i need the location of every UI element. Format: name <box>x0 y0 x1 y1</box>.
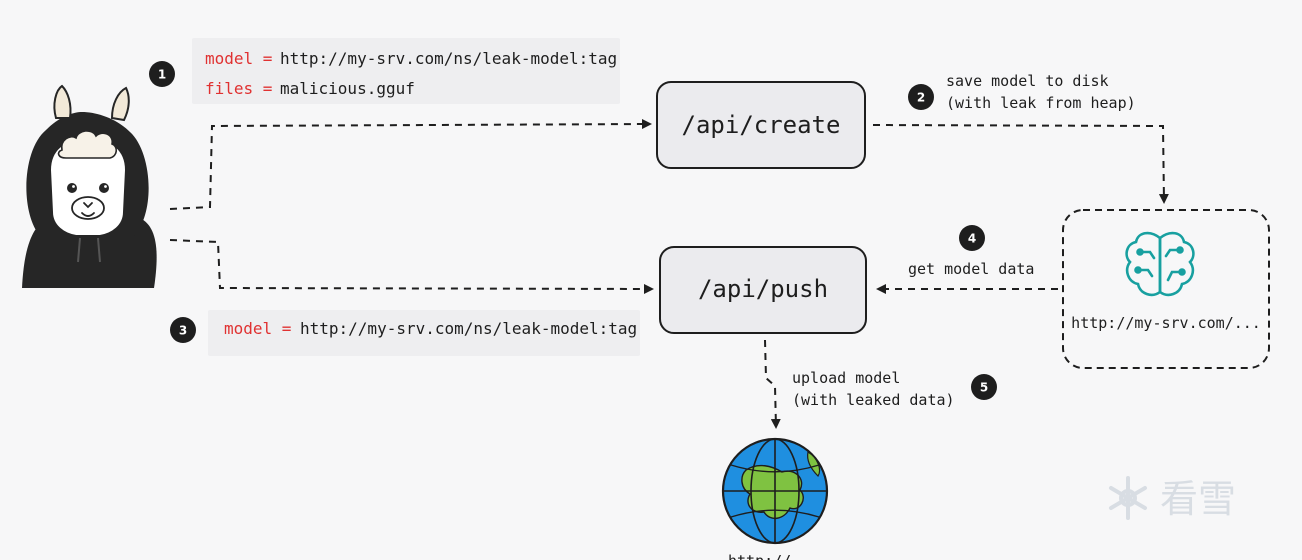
arrow-attacker-to-push <box>169 239 654 294</box>
push-model-key: model = <box>224 319 291 338</box>
svg-text:1: 1 <box>158 68 166 82</box>
snowflake-icon <box>1109 476 1147 520</box>
arrow-push-to-internet <box>764 339 781 429</box>
model-brain-icon <box>1125 231 1195 297</box>
svg-text:2: 2 <box>917 91 925 105</box>
step-badge-4: 4 <box>959 225 985 251</box>
svg-text:5: 5 <box>980 381 988 395</box>
create-files-key: files = <box>205 79 272 98</box>
step-badge-3: 3 <box>170 317 196 343</box>
arrow-create-to-storage <box>872 124 1169 204</box>
api-create-label: /api/create <box>682 111 841 139</box>
get-note: get model data <box>908 260 1034 278</box>
create-model-value: http://my-srv.com/ns/leak-model:tag <box>280 49 617 68</box>
hooded-llama-icon <box>22 84 157 288</box>
save-note-line1: save model to disk <box>946 72 1109 90</box>
save-note-line2: (with leak from heap) <box>946 94 1136 112</box>
api-push-label: /api/push <box>698 275 828 303</box>
model-storage-box: http://my-srv.com/... <box>1062 209 1270 369</box>
upload-note-line1: upload model <box>792 369 900 387</box>
step-badge-1: 1 <box>149 61 175 87</box>
api-push-box: /api/push <box>659 246 867 334</box>
internet-url-label: http:// <box>728 552 791 560</box>
create-files-value: malicious.gguf <box>280 79 415 98</box>
watermark: 看雪 <box>1109 476 1236 521</box>
svg-text:3: 3 <box>179 324 187 338</box>
api-create-box: /api/create <box>656 81 866 169</box>
svg-text:4: 4 <box>968 232 976 246</box>
arrow-attacker-to-create <box>169 119 652 210</box>
step-badge-2: 2 <box>908 84 934 110</box>
push-model-value: http://my-srv.com/ns/leak-model:tag <box>300 319 637 338</box>
watermark-text: 看雪 <box>1160 477 1236 521</box>
push-request-panel: model = http://my-srv.com/ns/leak-model:… <box>208 310 640 356</box>
create-request-panel: model = http://my-srv.com/ns/leak-model:… <box>192 38 620 104</box>
step-badge-5: 5 <box>971 374 997 400</box>
upload-note-line2: (with leaked data) <box>792 391 955 409</box>
storage-url-label: http://my-srv.com/... <box>1071 314 1261 332</box>
create-model-key: model = <box>205 49 272 68</box>
globe-icon <box>721 437 829 545</box>
